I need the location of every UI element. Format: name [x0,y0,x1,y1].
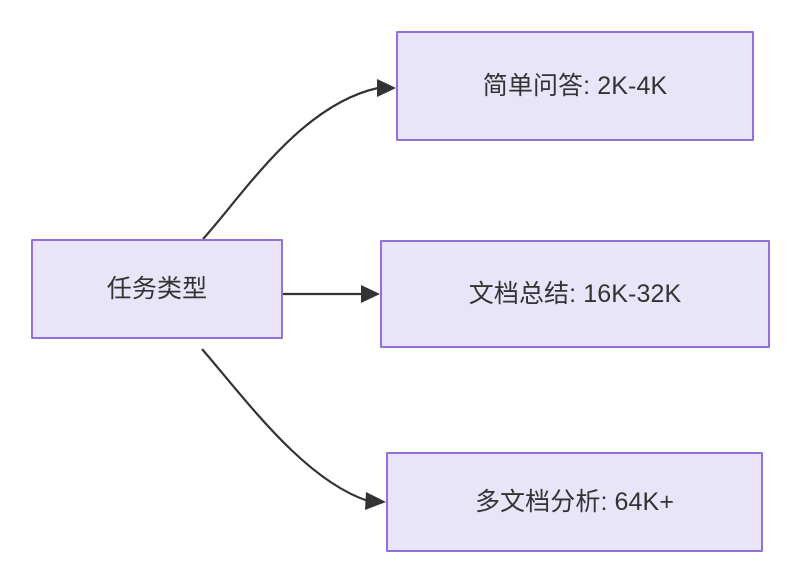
node-multi-doc-label: 多文档分析: 64K+ [474,488,675,516]
node-simple-qa[interactable]: 简单问答: 2K-4K [396,31,754,141]
edge-task-to-doc-summary-arrowhead [361,285,380,303]
edge-task-to-simple-qa [202,79,396,240]
node-multi-doc[interactable]: 多文档分析: 64K+ [386,452,763,552]
edge-task-to-multi-doc [201,348,386,510]
edge-task-to-doc-summary [283,285,380,303]
node-doc-summary[interactable]: 文档总结: 16K-32K [380,240,770,348]
node-task-type-label: 任务类型 [106,275,208,303]
node-task-type[interactable]: 任务类型 [31,239,283,339]
edge-task-to-simple-qa-path [202,86,379,240]
node-simple-qa-label: 简单问答: 2K-4K [482,72,668,100]
edge-task-to-multi-doc-path [201,348,369,503]
edge-task-to-simple-qa-arrowhead [377,79,396,97]
node-doc-summary-label: 文档总结: 16K-32K [468,280,682,308]
edge-task-to-multi-doc-arrowhead [365,492,386,510]
